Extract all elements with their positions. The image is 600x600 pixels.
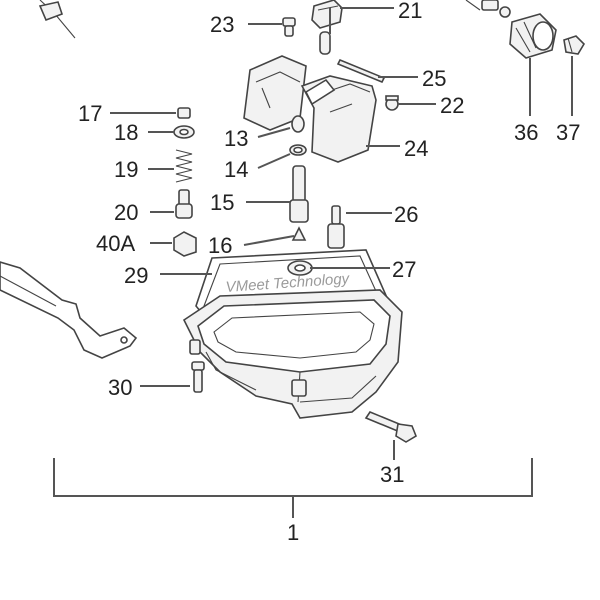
assembly-bracket bbox=[53, 458, 533, 518]
leader-lines bbox=[110, 7, 573, 460]
callout-24: 24 bbox=[404, 136, 428, 161]
callout-14: 14 bbox=[224, 157, 248, 182]
callout-27: 27 bbox=[392, 257, 416, 282]
callout-25: 25 bbox=[422, 66, 446, 91]
callout-37: 37 bbox=[556, 120, 580, 145]
part-16-jet bbox=[291, 226, 307, 241]
part-20-screw bbox=[175, 189, 193, 219]
callout-29: 29 bbox=[124, 263, 148, 288]
callout-30: 30 bbox=[108, 375, 132, 400]
part-17-screw-head bbox=[177, 107, 191, 119]
part-13-ring bbox=[291, 115, 305, 133]
callout-36: 36 bbox=[514, 120, 538, 145]
part-26-screw bbox=[327, 205, 345, 249]
part-21-valve-top bbox=[311, 0, 343, 55]
callout-20: 20 bbox=[114, 200, 138, 225]
part-30-screw bbox=[191, 361, 205, 393]
callout-1: 1 bbox=[287, 520, 299, 545]
callout-19: 19 bbox=[114, 157, 138, 182]
part-14-ring bbox=[289, 144, 307, 156]
part-15-jet bbox=[289, 165, 309, 223]
callout-13: 13 bbox=[224, 126, 248, 151]
callout-15: 15 bbox=[210, 190, 234, 215]
callout-26: 26 bbox=[394, 202, 418, 227]
callout-16: 16 bbox=[208, 233, 232, 258]
part-37-nozzle bbox=[563, 35, 586, 55]
choke-lever-arm bbox=[0, 261, 138, 359]
callout-31: 31 bbox=[380, 462, 404, 487]
callout-21: 21 bbox=[398, 0, 422, 23]
part-40a-cap bbox=[173, 231, 197, 257]
part-23-screw bbox=[282, 17, 296, 37]
part-18-washer bbox=[173, 125, 195, 139]
callout-18: 18 bbox=[114, 120, 138, 145]
callout-22: 22 bbox=[440, 93, 464, 118]
callout-40a: 40A bbox=[96, 231, 135, 256]
part-25-pin bbox=[336, 58, 386, 84]
partial-parts-top-right bbox=[465, 0, 511, 18]
callout-17: 17 bbox=[78, 101, 102, 126]
part-22-screw bbox=[385, 95, 399, 111]
part-31-drain-screw bbox=[364, 411, 417, 443]
float-bowl bbox=[182, 289, 403, 419]
part-24-float bbox=[300, 75, 377, 163]
part-36-cap bbox=[509, 13, 557, 59]
callout-23: 23 bbox=[210, 12, 234, 37]
part-19-spring bbox=[175, 149, 193, 183]
partial-part-top-left bbox=[38, 0, 76, 39]
